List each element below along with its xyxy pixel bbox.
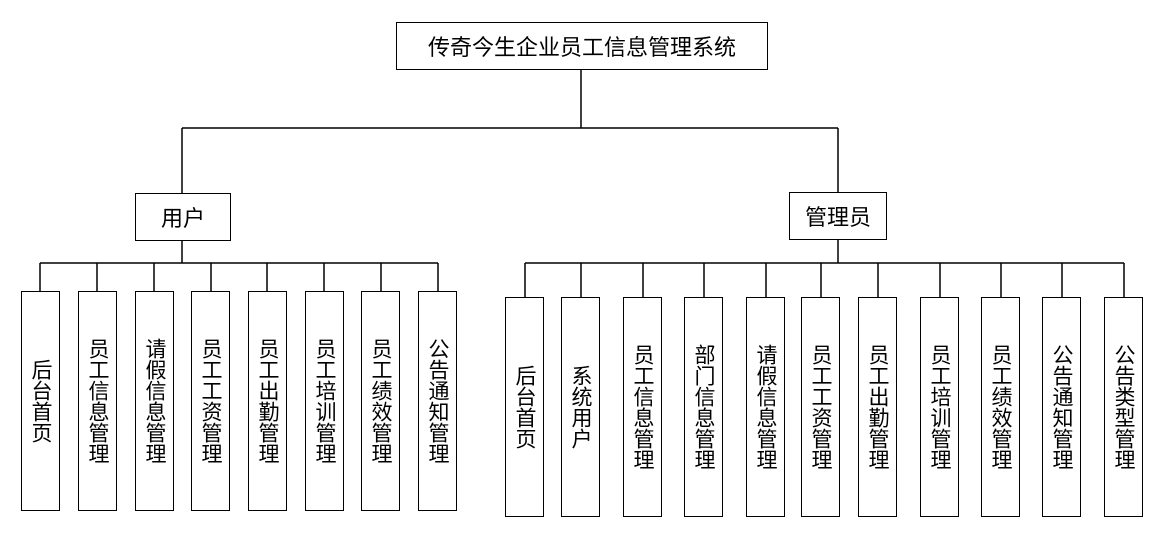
user-leaf-8: 公告通知管理 xyxy=(418,291,457,511)
admin-leaf-5: 请假信息管理 xyxy=(746,297,785,517)
admin-leaf-4: 部门信息管理 xyxy=(684,297,723,517)
user-node: 用户 xyxy=(135,193,231,241)
admin-leaf-1: 后台首页 xyxy=(505,297,544,517)
user-leaf-7: 员工绩效管理 xyxy=(361,291,400,511)
admin-leaf-2: 系统用户 xyxy=(561,297,600,517)
user-leaf-5: 员工出勤管理 xyxy=(248,291,287,511)
admin-leaf-10: 公告通知管理 xyxy=(1042,297,1081,517)
root-node: 传奇今生企业员工信息管理系统 xyxy=(396,22,768,70)
user-leaf-4: 员工工资管理 xyxy=(191,291,230,511)
user-leaf-6: 员工培训管理 xyxy=(305,291,344,511)
admin-leaf-8: 员工培训管理 xyxy=(920,297,959,517)
user-label: 用户 xyxy=(160,207,205,232)
user-leaf-1: 后台首页 xyxy=(21,291,60,511)
admin-leaf-6: 员工工资管理 xyxy=(801,297,840,517)
user-leaf-3: 请假信息管理 xyxy=(135,291,174,511)
admin-leaf-3: 员工信息管理 xyxy=(623,297,662,517)
admin-leaf-9: 员工绩效管理 xyxy=(981,297,1020,517)
admin-node: 管理员 xyxy=(789,192,887,240)
admin-leaf-7: 员工出勤管理 xyxy=(858,297,897,517)
admin-leaf-11: 公告类型管理 xyxy=(1104,297,1143,517)
user-leaf-2: 员工信息管理 xyxy=(78,291,117,511)
admin-label: 管理员 xyxy=(804,206,871,231)
root-label: 传奇今生企业员工信息管理系统 xyxy=(427,36,736,61)
